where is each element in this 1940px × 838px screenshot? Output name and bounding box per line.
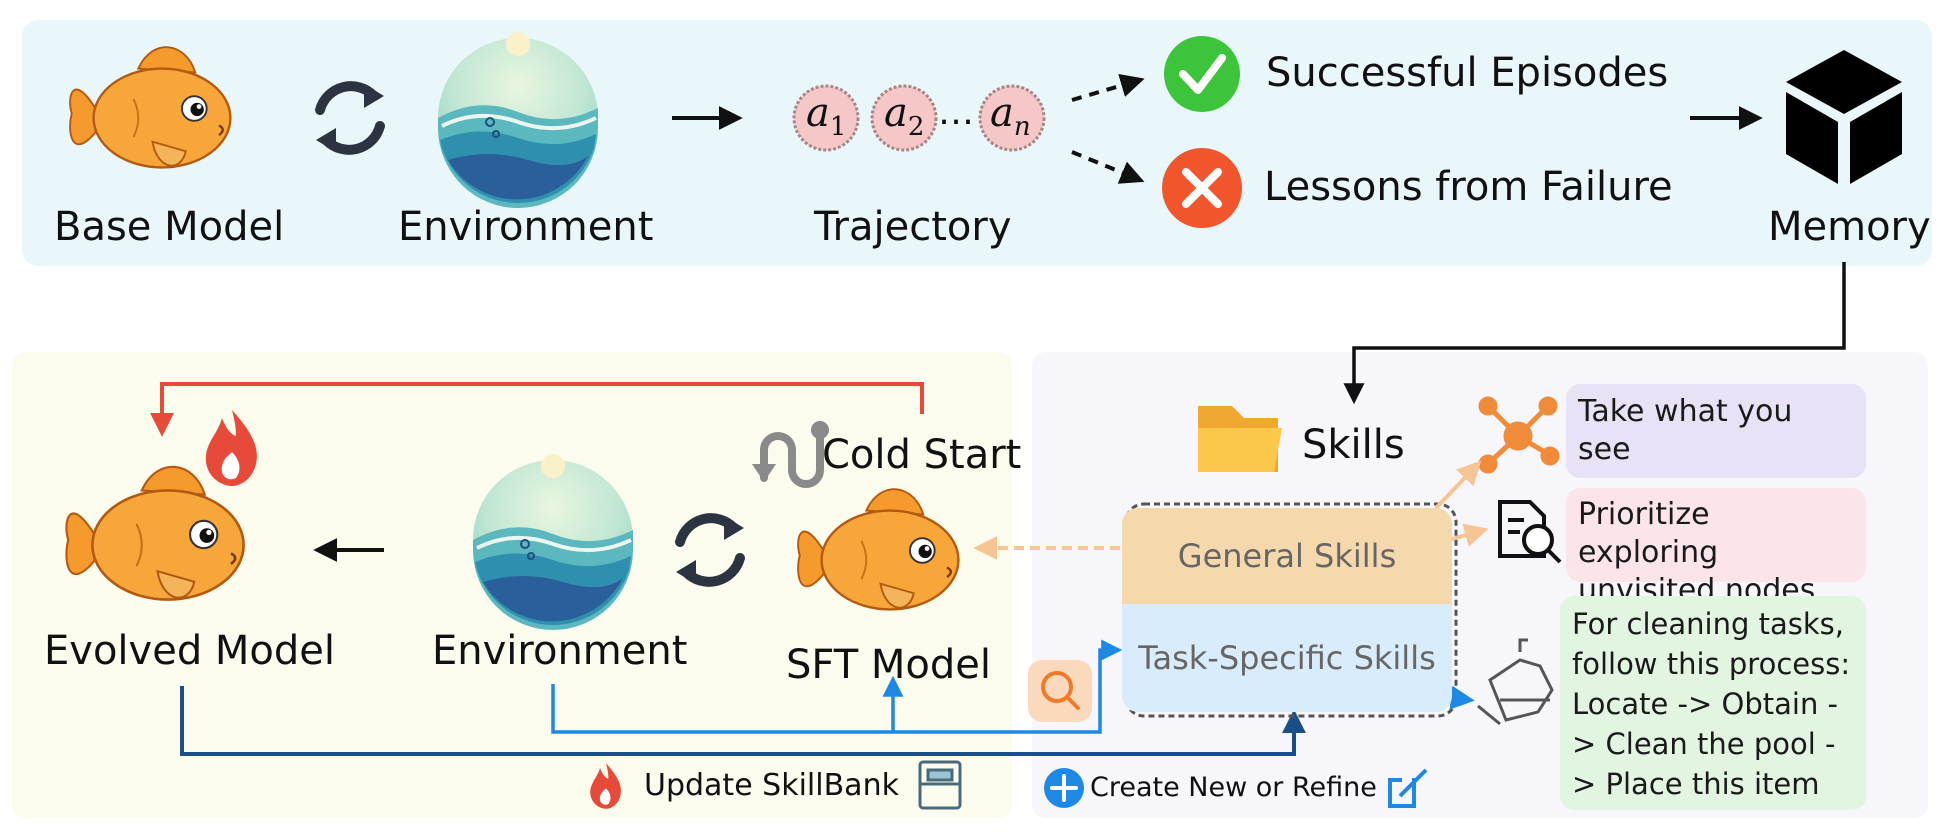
action-a1: a1 [806,90,847,142]
arrow-memory-to-skills [1343,262,1846,405]
create-refine-label: Create New or Refine [1090,772,1377,803]
red-feedback-arrow [150,382,924,437]
search-icon [1028,660,1092,722]
evolved-model-label: Evolved Model [44,628,336,674]
trajectory-label: Trajectory [814,204,1012,250]
lessons-from-failure-label: Lessons from Failure [1264,164,1673,210]
general-skills-layer: General Skills [1122,508,1452,604]
cross-icon [1162,148,1242,228]
cabinet-icon [918,760,962,810]
dark-blue-update-arrow [180,686,1306,756]
cube-icon [1786,50,1902,184]
task-skills-layer: Task-Specific Skills [1122,604,1452,712]
environment-label: Environment [398,204,654,250]
cold-start-label: Cold Start [822,432,1022,478]
skills-title: Skills [1302,422,1405,468]
successful-episodes-label: Successful Episodes [1266,50,1669,96]
blue-env-loop-arrow [551,639,1123,734]
trajectory-actions [792,84,1046,152]
tools-icon [1477,638,1554,726]
action-an: an [990,90,1031,142]
skill-example-1: Take what you see [1566,384,1866,478]
folder-icon [1198,406,1282,472]
task-skills-label: Task-Specific Skills [1138,639,1436,677]
cold-start-path-icon [752,421,829,488]
update-skillbank-label: Update SkillBank [644,768,899,803]
sft-model-label: SFT Model [786,642,991,688]
orange-arrow-to-network [1434,460,1482,510]
general-skills-label: General Skills [1177,537,1397,575]
plus-icon [1044,768,1084,808]
arrow-to-success [1071,73,1145,102]
action-a2: a2 [884,90,925,142]
skill-example-2: Prioritize exploring unvisited nodes [1566,488,1866,608]
network-icon [1478,396,1560,474]
skills-stack-frame [1124,502,1458,718]
bottom-environment-label: Environment [432,628,688,674]
base-model-label: Base Model [54,204,285,250]
document-search-icon [1498,500,1562,564]
skill-example-3: For cleaning tasks, follow this process:… [1560,596,1866,810]
action-ellipsis: … [938,92,974,133]
memory-label: Memory [1768,204,1931,250]
arrow-to-failure [1071,150,1145,184]
check-icon [1164,36,1240,112]
edit-icon [1388,768,1428,808]
